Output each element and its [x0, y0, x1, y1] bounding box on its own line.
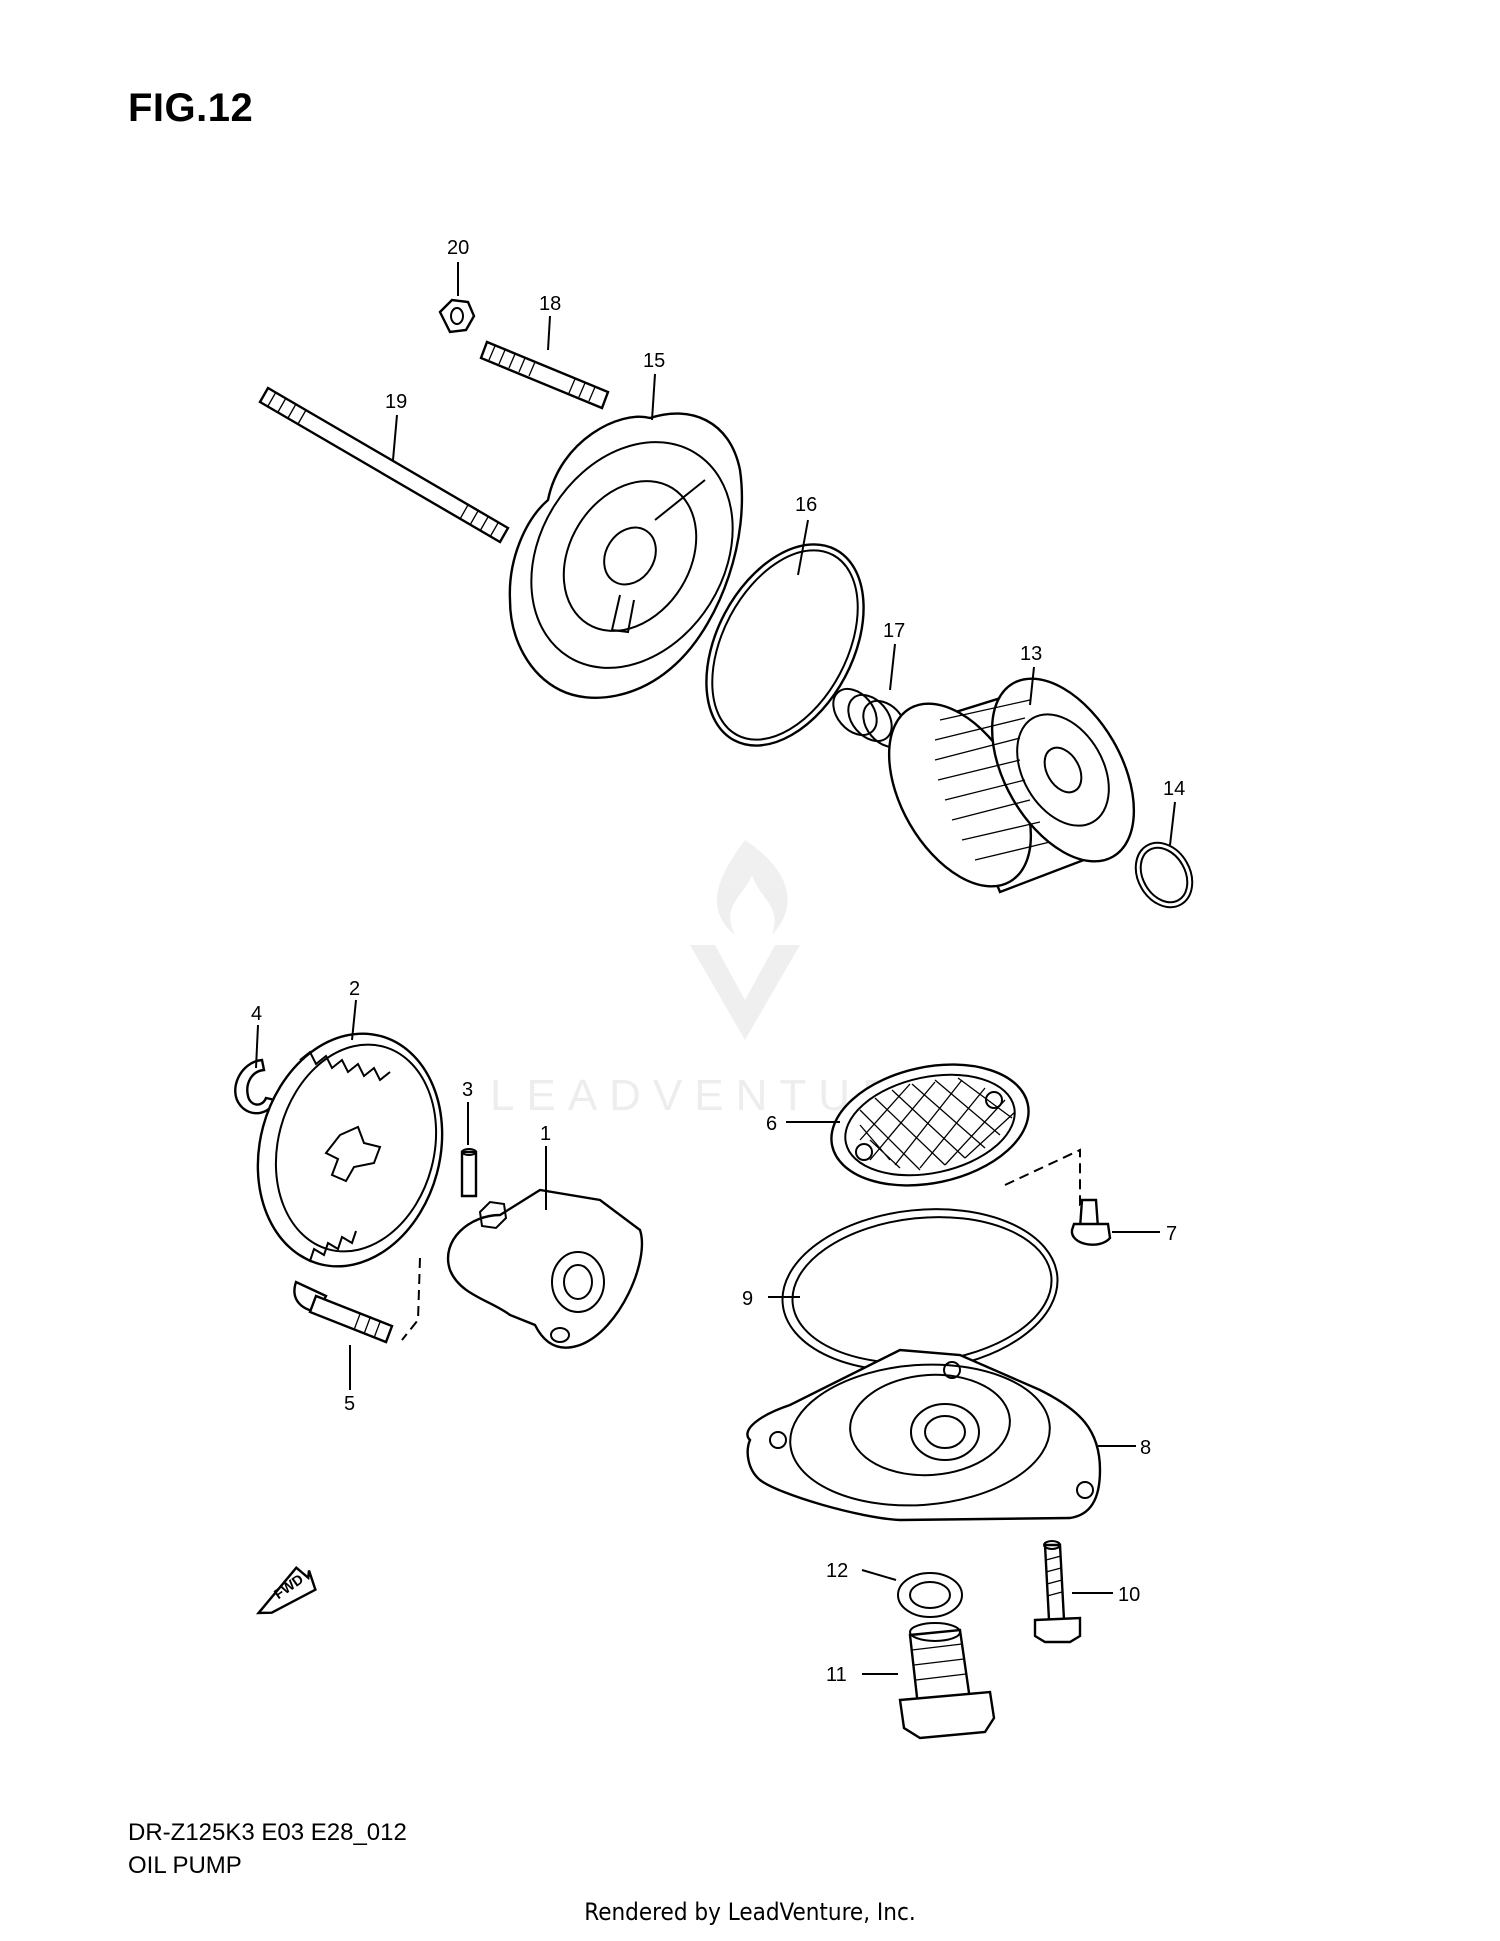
callout-2: 2: [349, 978, 360, 1000]
callout-5: 5: [344, 1393, 355, 1415]
part-1-oil-pump[interactable]: [447, 1188, 644, 1349]
part-12-washer[interactable]: [897, 1572, 963, 1618]
figure-title: FIG.12: [128, 86, 254, 130]
callout-4: 4: [251, 1003, 262, 1025]
part-20-nut[interactable]: [438, 298, 476, 334]
part-11-drain-plug[interactable]: [898, 1622, 996, 1740]
callout-17: 17: [883, 620, 905, 642]
callout-18: 18: [539, 293, 561, 315]
callout-numbers: 20 18 15 19 16 17 13 14 2 4 3 1 5 6 7 8 …: [251, 237, 1185, 1686]
callout-13: 13: [1020, 643, 1042, 665]
callout-7: 7: [1166, 1223, 1177, 1245]
callout-16: 16: [795, 494, 817, 516]
callout-8: 8: [1140, 1437, 1151, 1459]
callout-3: 3: [462, 1079, 473, 1101]
part-10-bolt[interactable]: [1033, 1540, 1082, 1644]
assembly-leader-line: [401, 1257, 421, 1341]
fwd-arrow-icon: FWD: [255, 1566, 317, 1615]
leader-lines: [255, 262, 1176, 1675]
part-2-drive-gear[interactable]: [233, 1013, 468, 1288]
part-13-oil-filter[interactable]: [860, 654, 1163, 910]
callout-14: 14: [1163, 778, 1185, 800]
callout-10: 10: [1118, 1584, 1140, 1606]
callout-1: 1: [540, 1123, 551, 1145]
callout-11: 11: [826, 1664, 847, 1686]
callout-15: 15: [643, 350, 665, 372]
callout-12: 12: [826, 1560, 848, 1582]
part-19-long-stud[interactable]: [258, 386, 510, 544]
model-code: DR-Z125K3 E03 E28_012: [128, 1819, 407, 1846]
part-8-oil-cover[interactable]: [746, 1348, 1102, 1522]
part-16-o-ring[interactable]: [674, 518, 895, 773]
part-4-circlip[interactable]: [234, 1058, 277, 1115]
callout-20: 20: [447, 237, 469, 259]
section-name: OIL PUMP: [128, 1852, 242, 1879]
callout-6: 6: [766, 1113, 777, 1135]
part-5-bolt[interactable]: [293, 1280, 394, 1344]
part-7-screw[interactable]: [1070, 1198, 1112, 1246]
callout-19: 19: [385, 391, 407, 413]
part-15-filter-cap[interactable]: [490, 404, 773, 705]
part-14-o-ring[interactable]: [1124, 833, 1203, 918]
part-18-stud[interactable]: [479, 340, 610, 410]
part-6-oil-strainer[interactable]: [820, 1047, 1040, 1202]
render-credit: Rendered by LeadVenture, Inc.: [584, 1898, 916, 1926]
callout-9: 9: [742, 1288, 753, 1310]
watermark: LEADVENTURE: [490, 840, 935, 1120]
part-3-dowel-pin[interactable]: [460, 1148, 478, 1198]
